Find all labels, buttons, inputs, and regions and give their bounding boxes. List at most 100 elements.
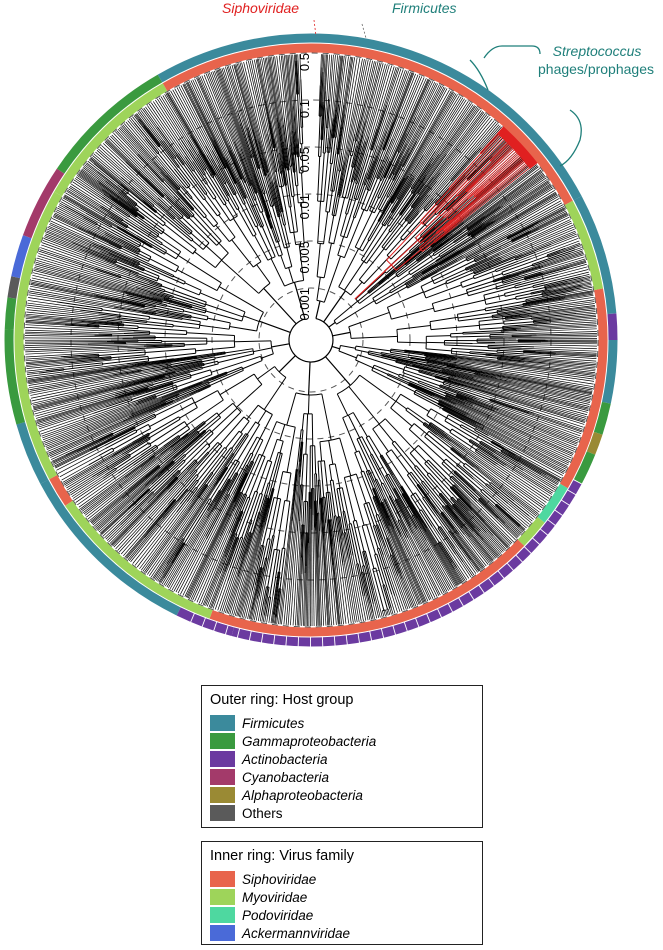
tree-leaf-branch	[66, 454, 123, 489]
tree-branch	[396, 324, 431, 331]
tree-branch	[511, 230, 532, 242]
tree-branch	[190, 232, 207, 247]
tree-branch	[186, 460, 197, 471]
tree-branch	[533, 321, 548, 324]
tree-arc	[353, 216, 356, 219]
tree-arc	[396, 198, 399, 200]
tree-arc	[390, 211, 393, 214]
tree-branch	[240, 532, 250, 560]
tree-leaf-branch	[451, 380, 586, 421]
tree-arc	[228, 478, 231, 481]
tree-branch	[373, 496, 388, 529]
tree-branch	[505, 287, 546, 297]
tree-arc	[240, 491, 243, 494]
tree-branch	[440, 512, 458, 535]
tree-leaf-branch	[241, 526, 266, 618]
tree-arc	[217, 442, 223, 447]
tree-leaf-branch	[457, 358, 595, 378]
tree-branch	[252, 129, 267, 176]
tree-leaf-branch	[28, 358, 194, 386]
tree-branch	[138, 118, 161, 146]
tree-branch	[327, 519, 334, 566]
tree-leaf-branch	[526, 256, 585, 275]
tree-arc	[544, 286, 546, 289]
tree-branch	[323, 460, 329, 493]
tree-leaf-branch	[34, 267, 124, 292]
legend-inner-title: Inner ring: Virus family	[210, 848, 354, 864]
tree-leaf-branch	[44, 234, 81, 250]
tree-leaf-branch	[175, 536, 207, 593]
tree-arc	[251, 460, 254, 463]
tree-branch	[211, 373, 228, 381]
tree-leaf-branch	[452, 168, 540, 234]
tree-branch	[464, 462, 491, 484]
tree-arc	[189, 373, 192, 378]
tree-branch	[474, 188, 485, 197]
tree-branch	[355, 520, 365, 552]
tree-branch	[249, 203, 262, 228]
tree-leaf-branch	[459, 533, 485, 568]
tree-arc	[317, 242, 324, 245]
tree-branch	[229, 325, 257, 332]
tree-branch	[234, 193, 257, 235]
tree-branch	[149, 332, 187, 335]
tree-branch	[234, 493, 245, 516]
tree-branch	[141, 285, 174, 297]
tree-branch	[453, 484, 471, 502]
tree-branch	[450, 486, 486, 522]
tree-leaf-branch	[519, 254, 585, 276]
tree-leaf-branch	[180, 480, 240, 595]
tree-leaf-branch	[321, 518, 330, 626]
tree-branch	[147, 127, 179, 168]
tree-branch	[418, 445, 452, 478]
tree-leaf-branch	[473, 487, 524, 533]
tree-branch	[340, 344, 356, 349]
tree-branch	[377, 524, 387, 548]
tree-branch	[437, 542, 456, 570]
tree-branch	[439, 385, 478, 400]
tree-branch	[449, 530, 472, 561]
tree-branch	[326, 137, 329, 153]
tree-branch	[148, 416, 179, 435]
tree-branch	[374, 174, 395, 214]
inner-ring-segment	[54, 83, 168, 197]
tree-leaf-branch	[63, 454, 114, 485]
tree-leaf-branch	[114, 131, 138, 155]
tree-leaf-branch	[25, 337, 123, 339]
tree-branch	[196, 443, 220, 471]
tree-branch	[299, 484, 303, 522]
tree-branch	[413, 423, 428, 435]
tree-branch	[266, 483, 271, 496]
tree-branch	[229, 511, 243, 541]
tree-branch	[127, 488, 150, 510]
tree-branch	[196, 352, 226, 358]
tree-leaf-branch	[29, 288, 150, 311]
tree-branch	[395, 246, 432, 275]
tree-leaf-branch	[382, 75, 421, 167]
tree-arc	[374, 553, 377, 556]
tree-leaf-branch	[565, 292, 594, 298]
tree-leaf-branch	[464, 399, 578, 445]
tree-leaf-branch	[480, 530, 502, 554]
tree-branch	[80, 356, 99, 359]
tree-branch	[253, 512, 261, 535]
tree-branch	[152, 373, 191, 385]
tree-branch	[129, 297, 167, 307]
ring-gap-tick	[532, 537, 541, 545]
tree-branch	[158, 432, 200, 467]
tree-branch	[467, 281, 503, 293]
tree-branch	[247, 133, 259, 169]
tree-leaf-branch	[201, 532, 232, 605]
tree-leaf-branch	[249, 60, 278, 186]
tree-leaf-branch	[84, 439, 184, 516]
tree-leaf-branch	[264, 57, 283, 165]
tree-branch	[367, 470, 383, 503]
tree-branch	[465, 257, 488, 269]
tree-branch	[396, 154, 424, 199]
tree-leaf-branch	[469, 132, 509, 174]
tree-branch	[144, 500, 177, 538]
tree-branch	[511, 230, 530, 241]
tree-branch	[318, 85, 321, 117]
tree-branch	[305, 413, 309, 455]
tree-branch	[95, 267, 121, 278]
